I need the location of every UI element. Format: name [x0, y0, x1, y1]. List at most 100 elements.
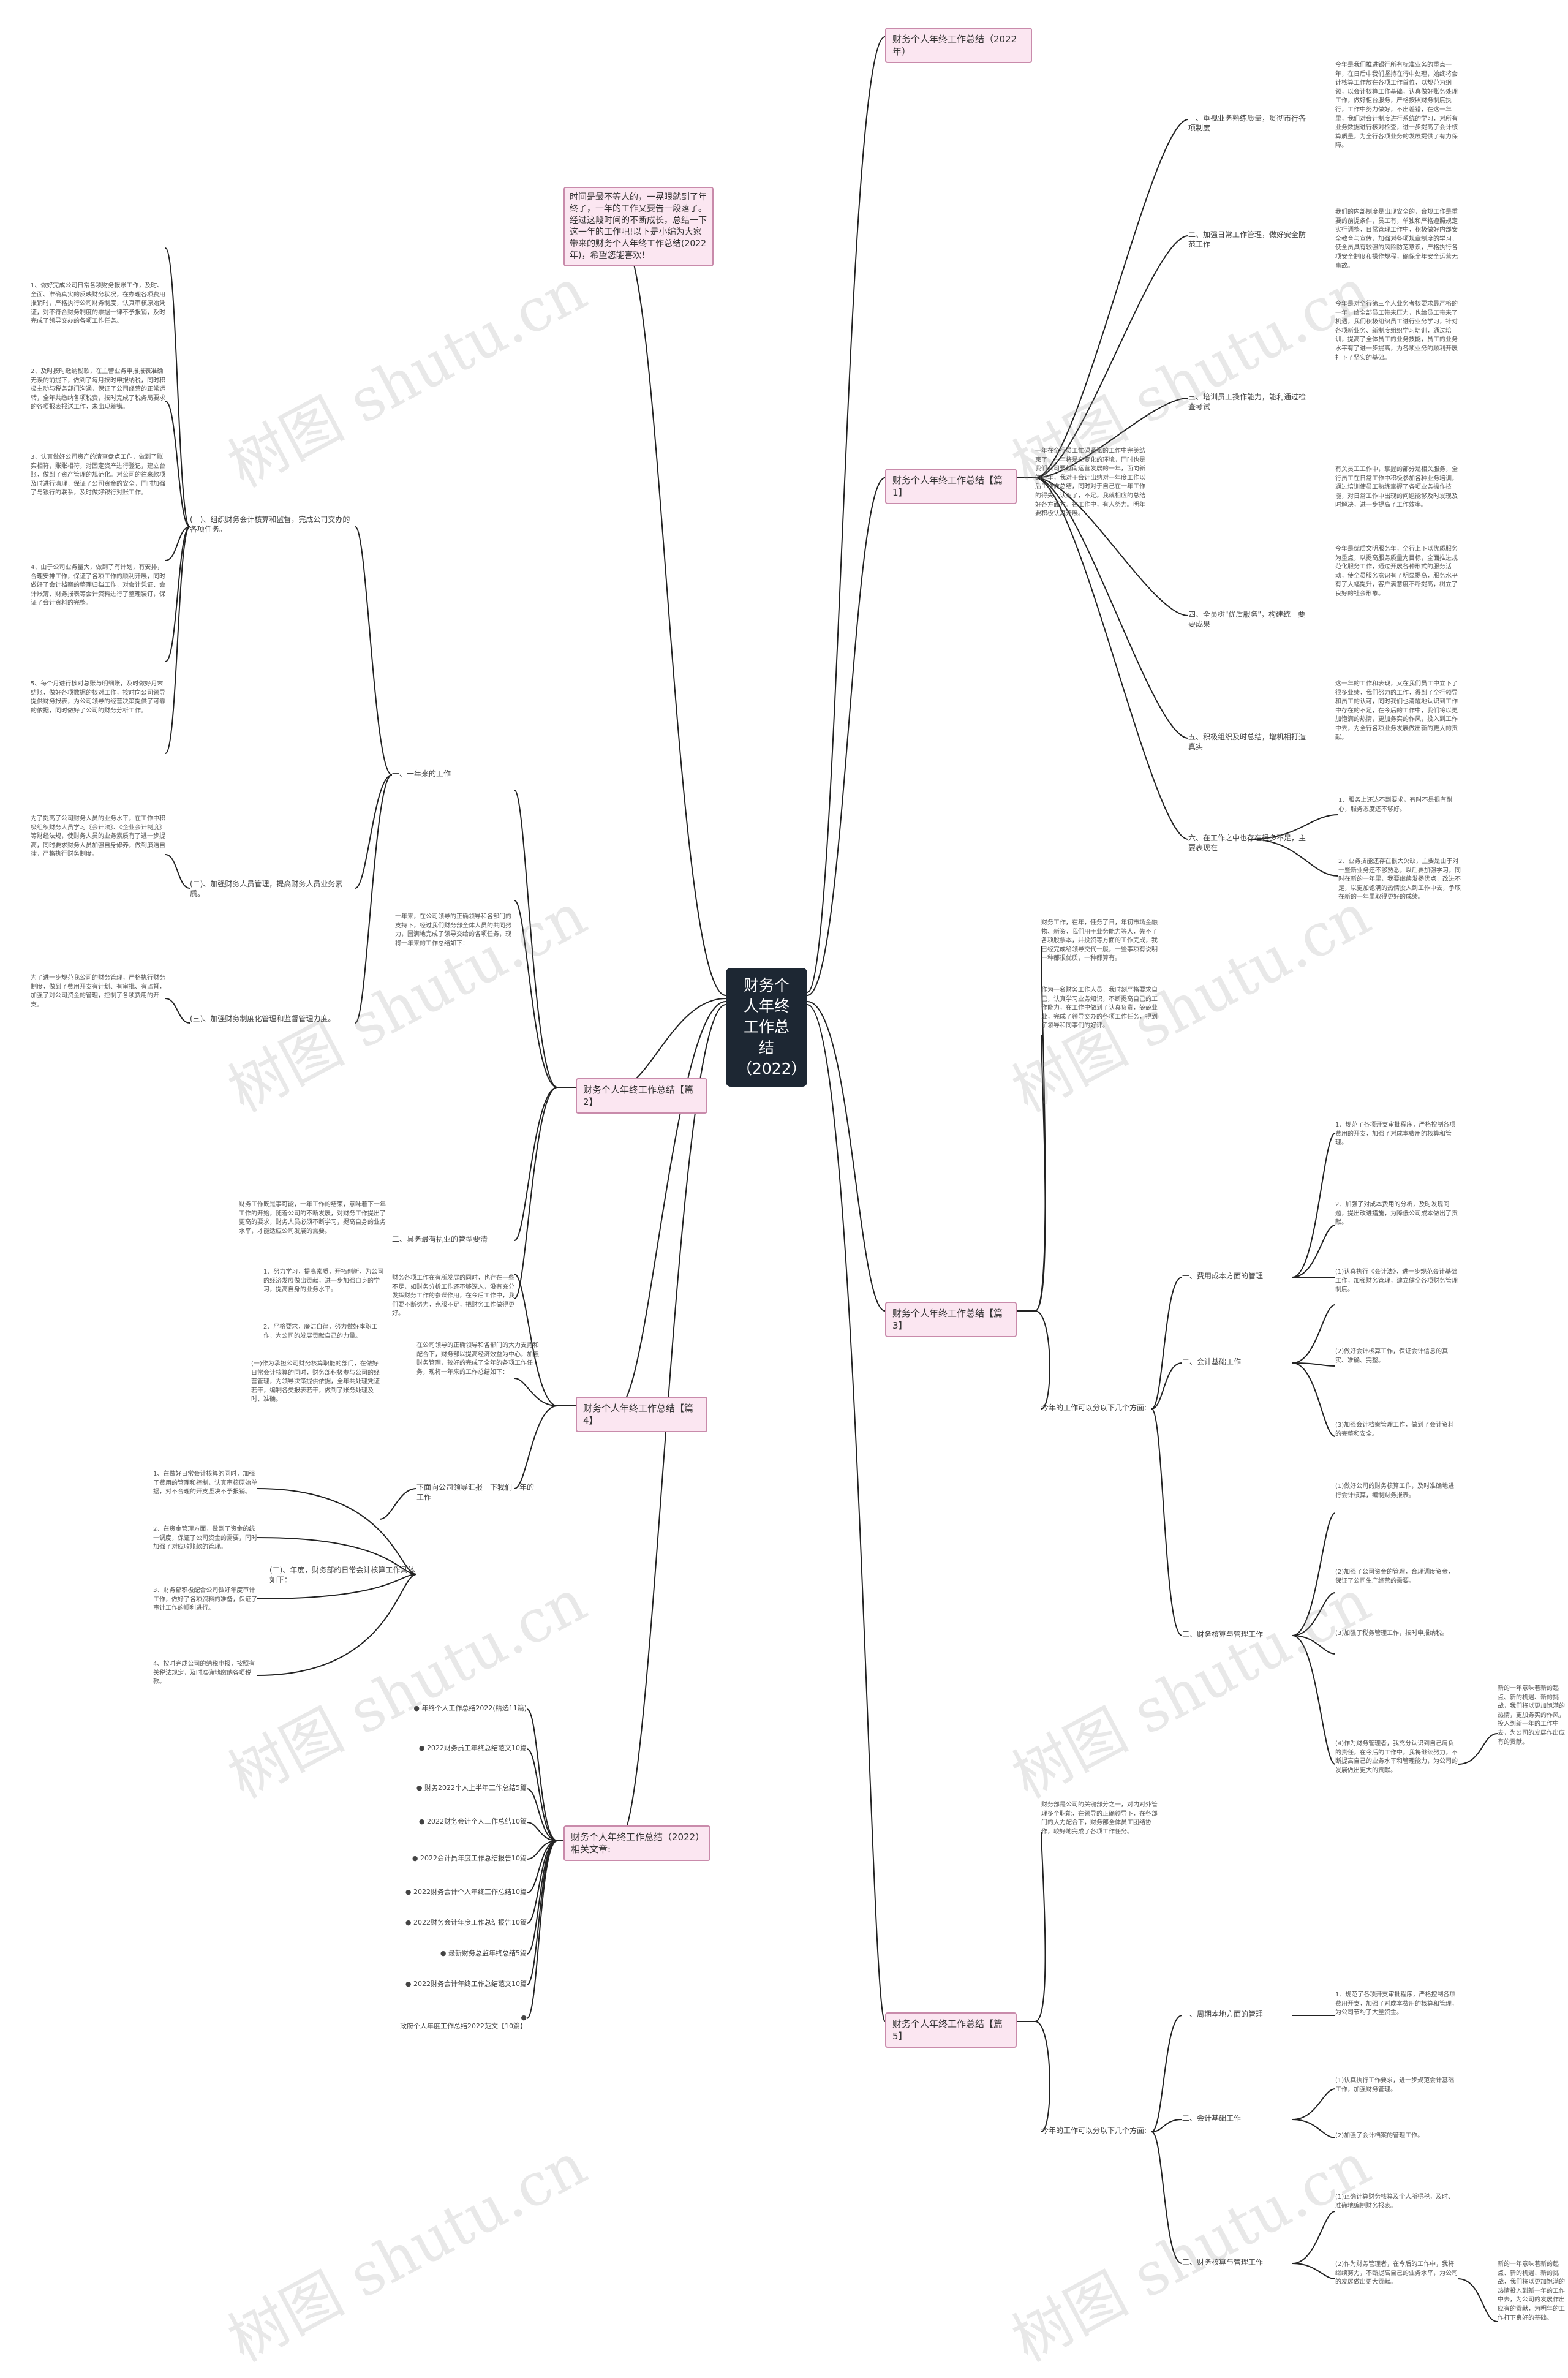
p1-text-4b: 这一年的工作和表现，又在我们员工中立下了很多业绩，我们努力的工作，得到了全行领导… [1335, 681, 1458, 741]
branch-p2[interactable]: 财务个人年终工作总结【篇2】 [576, 1078, 707, 1114]
related-link-4[interactable]: ● 2022财务会计个人工作总结10篇 [392, 1817, 527, 1826]
intro-note: 时间是最不等人的，一晃眼就到了年终了，一年的工作又要告一段落了。经过这段时间的不… [564, 187, 714, 266]
p1-text-4: 今年是优质文明服务年，全行上下以优质服务为重点，以提高服务质量为目标，全面推进规… [1335, 546, 1458, 597]
related-link-label: 2022财务会计年终工作总结范文10篇 [413, 1980, 527, 1988]
p5-section-2a: (1)认真执行工作要求，进一步规范会计基础工作，加强财务管理。 [1335, 2077, 1455, 2093]
related-link-label: 政府个人年度工作总结2022范文【10篇】 [400, 2022, 527, 2030]
p5-section-3b-text: 新的一年意味着新的起点、新的机遇、新的挑战，我们将以更加饱满的热情投入到新一年的… [1498, 2261, 1565, 2322]
bullet-icon: ● [418, 1817, 425, 1825]
related-link-9[interactable]: ● 2022财务会计年终工作总结范文10篇 [392, 1980, 527, 1988]
related-link-label: 2022财务员工年终总结范文10篇 [427, 1744, 527, 1752]
p2-item-3: 3、认真做好公司资产的清查盘点工作，做到了账实相符，账账相符，对固定资产进行登记… [31, 454, 165, 497]
bullet-icon: ● [405, 1919, 412, 1927]
p1-intro: 一年在全行员工忙碌紧张的工作中完美结束了，一年将是在变化的环境，同时也是我们公司… [1035, 448, 1145, 518]
central-topic[interactable]: 财务个人年终工作总结（2022） [726, 968, 807, 1087]
related-link-label: 最新财务总监年终总结5篇 [448, 1949, 527, 1957]
related-link-8[interactable]: ● 最新财务总监年终总结5篇 [392, 1949, 527, 1958]
p5-section-3: 三、财务核算与管理工作 [1182, 2258, 1264, 2267]
bullet-icon: ● [521, 2014, 527, 2021]
p3-section-1b: 2、加强了对成本费用的分析，及时发现问题，提出改进措施，为降低公司成本做出了贡献… [1335, 1201, 1458, 1226]
related-link-7[interactable]: ● 2022财务会计年度工作总结报告10篇 [392, 1919, 527, 1927]
related-link-6[interactable]: ● 2022财务会计个人年终工作总结10篇 [392, 1888, 527, 1897]
branch-p3[interactable]: 财务个人年终工作总结【篇3】 [885, 1302, 1017, 1337]
bullet-icon: ● [405, 1980, 412, 1988]
p1-text-3b: 有关员工工作中，掌握的部分是相关服务，全行员工在日常工作中积极参加各种业务培训，… [1335, 466, 1458, 509]
p5-section-2b: (2)加强了会计档案的管理工作。 [1335, 2132, 1424, 2139]
bullet-icon: ● [418, 1744, 425, 1752]
bullet-icon: ● [405, 1888, 412, 1896]
p4-item-2: 2、在资金管理方面，做到了资金的统一调度，保证了公司资金的需要，同时加强了对应收… [153, 1526, 257, 1551]
p3-section-3: 三、财务核算与管理工作 [1182, 1630, 1264, 1639]
p2-self-2: 2、严格要求，廉洁自律，努力做好本职工作，为公司的发展贡献自己的力量。 [263, 1324, 378, 1340]
p4-item-3: 3、财务部积极配合公司做好年度审计工作，做好了各项资料的准备，保证了审计工作的顺… [153, 1587, 257, 1612]
p4-heading-next: 下面向公司领导汇报一下我们一年的工作 [417, 1483, 535, 1501]
bullet-icon: ● [440, 1949, 447, 1957]
bullet-icon: ● [412, 1854, 418, 1862]
bullet-icon: ● [416, 1784, 423, 1792]
p5-heading: 今年的工作可以分以下几个方面: [1041, 2126, 1147, 2135]
related-link-2[interactable]: ● 2022财务员工年终总结范文10篇 [392, 1744, 527, 1753]
p1-text-1: 今年是我们推进银行所有标准业务的重点一年，在日后中我们坚持在行中处理，始终将会计… [1335, 62, 1458, 149]
p2-heading-year: 一、一年来的工作 [392, 769, 451, 778]
p5-section-3b: (2)作为财务管理者，在今后的工作中，我将继续努力，不断提高自己的业务水平，为公… [1335, 2261, 1458, 2286]
p3-heading: 今年的工作可以分以下几个方面: [1041, 1403, 1147, 1412]
related-link-5[interactable]: ● 2022会计员年度工作总结报告10篇 [392, 1854, 527, 1863]
p1-heading-2: 二、加强日常工作管理，做好安全防范工作 [1188, 230, 1306, 249]
p3-section-2c: (3)加强会计档案管理工作，做到了会计资料的完整和安全。 [1335, 1422, 1455, 1438]
p1-text-2: 我们的内部制度是出现安全的，合规工作是重要的前提条件，员工有，单独和严格遵照规定… [1335, 209, 1458, 270]
branch-related[interactable]: 财务个人年终工作总结（2022）相关文章: [564, 1825, 710, 1861]
p3-section-3d-text: 新的一年意味着新的起点、新的机遇、新的挑战，我们将以更加饱满的热情，更加务实的作… [1498, 1685, 1565, 1746]
p3-section-1: 一、费用成本方面的管理 [1182, 1272, 1264, 1280]
p2-item-4: 4、由于公司业务量大，做到了有计划，有安排，合理安排工作，保证了各项工作的顺利开… [31, 564, 165, 607]
related-link-label: 2022财务会计年度工作总结报告10篇 [413, 1919, 527, 1927]
p4-intro: 在公司领导的正确领导和各部门的大力支持和配合下，财务部以提高经济效益为中心，加强… [417, 1342, 539, 1376]
p5-section-1a: 1、规范了各项开支审批程序，严格控制各项费用开支，加强了对成本费用的核算和管理，… [1335, 1991, 1458, 2017]
related-link-10[interactable]: ● 政府个人年度工作总结2022范文【10篇】 [392, 2014, 527, 2031]
p3-section-2: 二、会计基础工作 [1182, 1357, 1242, 1366]
p1-heading-6: 六、在工作之中也存在很多不足，主要表现在 [1188, 834, 1306, 852]
related-link-3[interactable]: ● 财务2022个人上半年工作总结5篇 [392, 1784, 527, 1792]
p4-item-4: 4、按时完成公司的纳税申报，按照有关税法规定，及时准确地缴纳各项税款。 [153, 1661, 255, 1686]
p3-intro-2: 作为一名财务工作人员，我时刻严格要求自己，认真学习业务知识，不断提高自己的工作能… [1041, 987, 1158, 1030]
p2-sub-3: (三)、加强财务制度化管理和监督管理力度。 [190, 1014, 336, 1023]
p2-heading-two: 二、具务最有执业的管型要清 [392, 1235, 488, 1244]
p2-sub-1: (一)、组织财务会计核算和监督，完成公司交办的各项任务。 [190, 515, 350, 534]
p2-sub-3-text: 为了进一步规范我公司的财务管理，严格执行财务制度，做到了费用开支有计划、有审批、… [31, 975, 165, 1008]
related-link-label: 2022会计员年度工作总结报告10篇 [420, 1854, 527, 1862]
p2-sub-2: (二)、加强财务人员管理，提高财务人员业务素质。 [190, 880, 343, 898]
p2-item-1: 1、做好完成公司日常各项财务报账工作，及时、全面、准确真实的反映财务状况，在办理… [31, 282, 165, 325]
p2-item-2: 2、及时按时缴纳税款，在主管业务申报报表准确无误的前提下，做到了每月按时申报纳税… [31, 368, 165, 411]
p2-two-text: 财务工作既是事可能，一年工作的结束，意味着下一年工作的开始，随着公司的不断发展，… [239, 1201, 386, 1235]
branch-p4[interactable]: 财务个人年终工作总结【篇4】 [576, 1397, 707, 1432]
p2-intro: 一年来，在公司领导的正确领导和各部门的支持下，经过我们财务部全体人员的共同努力，… [395, 913, 511, 947]
branch-p1[interactable]: 财务个人年终工作总结【篇1】 [885, 469, 1017, 504]
p2-item-5: 5、每个月进行核对总账与明细账，及时做好月末结账，做好各项数据的核对工作，按时向… [31, 681, 165, 714]
p5-section-1: 一、周期本地方面的管理 [1182, 2010, 1264, 2018]
related-link-label: 2022财务会计个人年终工作总结10篇 [413, 1888, 527, 1896]
p3-section-2a: (1)认真执行《会计法》，进一步规范会计基础工作，加强财务管理，建立健全各项财务… [1335, 1269, 1458, 1294]
branch-p5[interactable]: 财务个人年终工作总结【篇5】 [885, 2012, 1017, 2048]
related-link-1[interactable]: ● 年终个人工作总结2022(精选11篇) [392, 1704, 527, 1713]
branch-2022[interactable]: 财务个人年终工作总结（2022年） [885, 28, 1032, 63]
p3-section-1a: 1、规范了各项开支审批程序，严格控制各项费用的开支，加强了对成本费用的核算和管理… [1335, 1122, 1456, 1147]
p1-text-6b: 2、业务技能还存在很大欠缺，主要是由于对一些新业务还不够熟悉，以后要加强学习，同… [1338, 858, 1461, 901]
p5-section-2: 二、会计基础工作 [1182, 2114, 1242, 2123]
p4-item-1: 1、在做好日常会计核算的同时，加强了费用的管理和控制，认真审核原始单据，对不合理… [153, 1471, 257, 1496]
p3-section-3b: (2)加强了公司资金的管理，合理调度资金，保证了公司生产经营的需要。 [1335, 1569, 1455, 1585]
p2-sub-2-text: 为了提高了公司财务人员的业务水平，在工作中积极组织财务人员学习《会计法》、《企业… [31, 815, 165, 858]
p1-heading-4: 四、全员树"优质服务"，构建统一要要成果 [1188, 610, 1306, 628]
p3-section-3d: (4)作为财务管理者，我充分认识到自己肩负的责任，在今后的工作中，我将继续努力，… [1335, 1740, 1458, 1774]
p1-heading-1: 一、重视业务熟练质量，贯彻市行各项制度 [1188, 114, 1306, 132]
p4-sub-2: (二)、年度，财务部的日常会计核算工作具体如下： [270, 1566, 415, 1584]
p2-self-1: 1、努力学习，提高素质，开拓创新，为公司的经济发展做出贡献，进一步加强自身的学习… [263, 1269, 384, 1294]
p1-heading-5: 五、积极组织及时总结，增机相打造真实 [1188, 733, 1306, 751]
p5-intro: 财务部是公司的关键部分之一，对内对外管理多个职能，在领导的正确领导下，在各部门的… [1041, 1802, 1158, 1835]
bullet-icon: ● [413, 1704, 420, 1712]
p3-section-2b: (2)做好会计核算工作，保证会计信息的真实、准确、完整。 [1335, 1348, 1449, 1364]
p5-section-3a: (1)正确计算财务核算及个人所得税，及时、准确地编制财务报表。 [1335, 2194, 1455, 2210]
p3-intro: 财务工作，在年，任务了日，年初市场金融物、新资，我们用于业务能力等人，先不了各项… [1041, 919, 1158, 962]
related-link-label: 年终个人工作总结2022(精选11篇) [421, 1704, 527, 1712]
related-link-label: 2022财务会计个人工作总结10篇 [427, 1817, 527, 1825]
related-link-label: 财务2022个人上半年工作总结5篇 [424, 1784, 527, 1792]
